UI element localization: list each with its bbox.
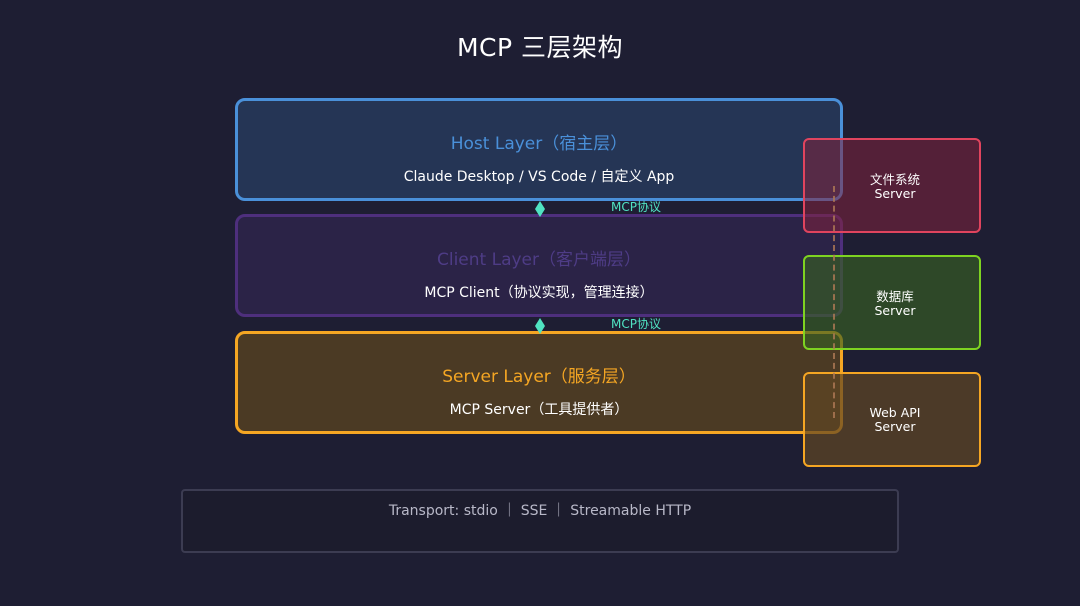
client-server-connector-icon [535,318,545,334]
transport-box: Transport: stdio ｜ SSE ｜ Streamable HTTP [181,489,899,553]
server-layer-box: Server Layer（服务层） MCP Server（工具提供者） [235,331,843,434]
filesystem-server-box: 文件系统 Server [803,138,981,233]
filesystem-server-kind: Server [874,186,916,201]
client-layer-box: Client Layer（客户端层） MCP Client（协议实现，管理连接） [235,214,843,317]
host-layer-title: Host Layer（宿主层） [450,134,628,154]
webapi-server-box: Web API Server [803,372,981,467]
client-server-connector-label: MCP协议 [611,317,661,331]
host-client-connector-label: MCP协议 [611,200,661,214]
host-layer-box: Host Layer（宿主层） Claude Desktop / VS Code… [235,98,843,201]
server-layer-subtitle: MCP Server（工具提供者） [449,402,629,418]
database-server-name: 数据库 [876,289,914,304]
database-server-box: 数据库 Server [803,255,981,350]
server-link-dashed-line [833,186,835,418]
webapi-server-kind: Server [874,419,916,434]
host-layer-subtitle: Claude Desktop / VS Code / 自定义 App [403,169,675,185]
client-layer-subtitle: MCP Client（协议实现，管理连接） [424,285,654,301]
host-client-connector-icon [535,201,545,217]
client-layer-title: Client Layer（客户端层） [436,250,642,270]
database-server-kind: Server [874,303,916,318]
diagram-title: MCP 三层架构 [456,33,624,62]
server-layer-title: Server Layer（服务层） [442,367,636,387]
webapi-server-name: Web API [869,405,921,420]
transport-label: Transport: stdio ｜ SSE ｜ Streamable HTTP [388,503,692,519]
filesystem-server-name: 文件系统 [869,172,920,187]
